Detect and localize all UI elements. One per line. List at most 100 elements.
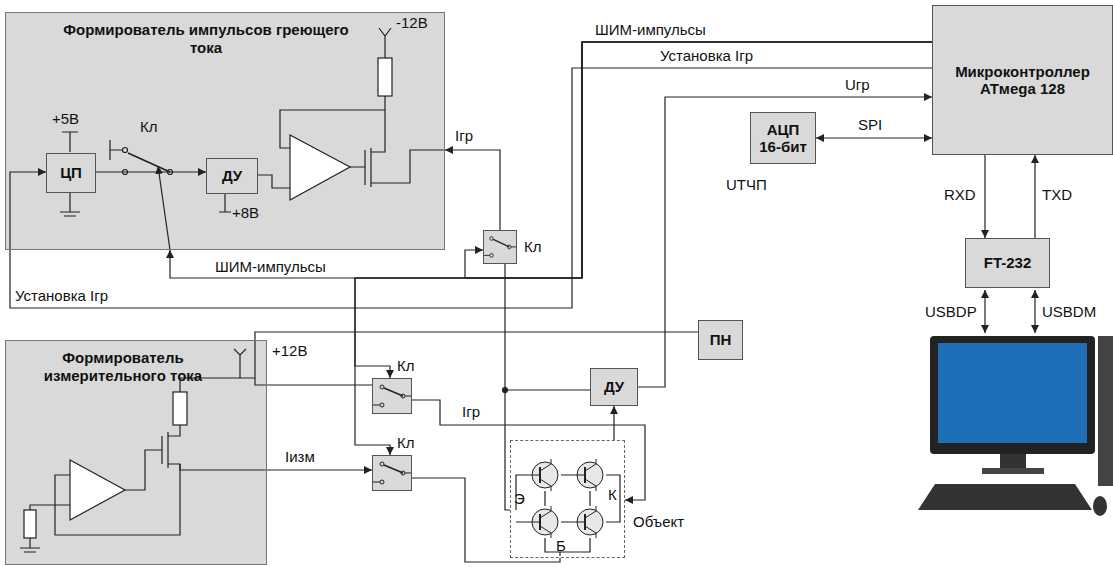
signal-label: +12В [272,342,307,359]
connector [465,42,932,278]
box-label: АЦП 16-бит [755,121,811,156]
process-box: ДУ [590,368,638,406]
switch-lever [128,153,170,172]
connector [96,171,206,172]
switch-symbol [372,462,412,484]
module-panel: Формирователь измерительного тока [5,340,267,565]
opamp-symbol [290,135,350,200]
connector [816,137,932,138]
wire [505,389,590,390]
connector [445,150,500,230]
signal-label: RXD [944,186,976,203]
signal-label: ШИМ-импульсы [595,21,706,38]
object-box: Объект [510,440,625,558]
wire [516,475,620,556]
process-box: АЦП 16-бит [750,112,816,164]
switch-symbol [372,385,412,407]
signal-label: UТЧП [726,176,767,193]
transistor-symbol [574,459,603,491]
connector [10,68,932,308]
connector [267,469,372,470]
signal-label: USBDP [925,303,977,320]
connector [638,97,932,387]
signal-label: Установка Iгр [15,287,108,304]
module-panel: Формирователь импульсов греющего токаЦП Д… [5,12,445,250]
switch-fill [372,455,412,491]
mouse [1093,496,1107,516]
signal-label: Iгр [462,403,480,420]
resistor-symbol [378,58,392,96]
box-label: ПН [703,331,738,348]
process-box: FT-232 [965,238,1050,288]
process-box: ЦП [46,153,96,193]
wiring [20,28,1035,556]
ground-symbol [20,505,70,552]
signal-label: Кл [140,118,158,135]
screen [938,343,1087,443]
node-label: Кл [397,434,415,451]
process-box: ПН [698,320,743,360]
switch-box: Кл [372,378,412,414]
resistor-symbol [24,510,36,538]
connector [412,478,560,562]
box-label: FT-232 [970,254,1045,271]
connector [355,42,932,455]
signal-label: SPI [858,116,882,133]
box-label: Микроконтроллер [937,63,1108,80]
resistor-symbol [173,392,187,425]
connector [1034,155,1035,238]
process-box: МикроконтроллерATмega 128 [932,5,1113,155]
box-label: ДУ [211,167,253,184]
connector [255,332,698,340]
signal-label: Iгр [455,127,473,144]
box-label: ATмega 128 [937,80,1108,97]
wire [257,110,385,188]
connector [170,42,932,278]
signal-label: Установка Iгр [660,47,753,64]
transistor-symbol [574,506,603,538]
opamp-symbol [70,460,125,520]
connector [355,42,932,378]
signal-label: +8В [232,204,259,221]
ground-symbol [110,140,122,160]
signal-label: TXD [1042,186,1072,203]
signal-label: Б [556,537,566,554]
transistor-symbol [529,506,558,538]
control-wire [158,166,170,250]
node-label: Кл [524,238,542,255]
supply-symbol [62,132,78,152]
stand [1000,454,1026,468]
node-label: Кл [397,357,415,374]
panel-fill [5,12,445,250]
panel-heading: Формирователь измерительного тока [18,349,228,385]
connector [613,406,614,440]
signal-label: +5В [52,110,79,127]
usb-line [1034,290,1035,333]
signal-label: -12В [396,14,428,31]
stand-base [982,468,1044,474]
switch-contact [123,148,128,153]
connector [267,384,372,385]
box-label: ЦП [51,164,91,181]
switch-box: Кл [483,230,517,264]
signal-label: Э [514,490,525,507]
switch-fill [483,230,517,264]
process-box: ДУ [206,158,258,194]
monitor [930,336,1095,454]
tower [1098,336,1113,486]
connector [412,400,645,500]
panel-fill [5,340,267,565]
usb-line [984,290,985,333]
signal-label: Uгр [845,76,870,93]
computer-picture [918,336,1113,516]
signal-label: К [608,486,617,503]
supply-symbol [180,340,267,392]
wire [55,450,180,535]
switch-symbol [483,237,517,258]
panel-heading: Формирователь импульсов греющего тока [56,21,356,57]
node-label: Объект [633,513,684,530]
box-label: ДУ [595,378,633,395]
keyboard [918,484,1092,510]
mosfet-symbol [162,425,267,470]
signal-label: USBDM [1042,303,1096,320]
